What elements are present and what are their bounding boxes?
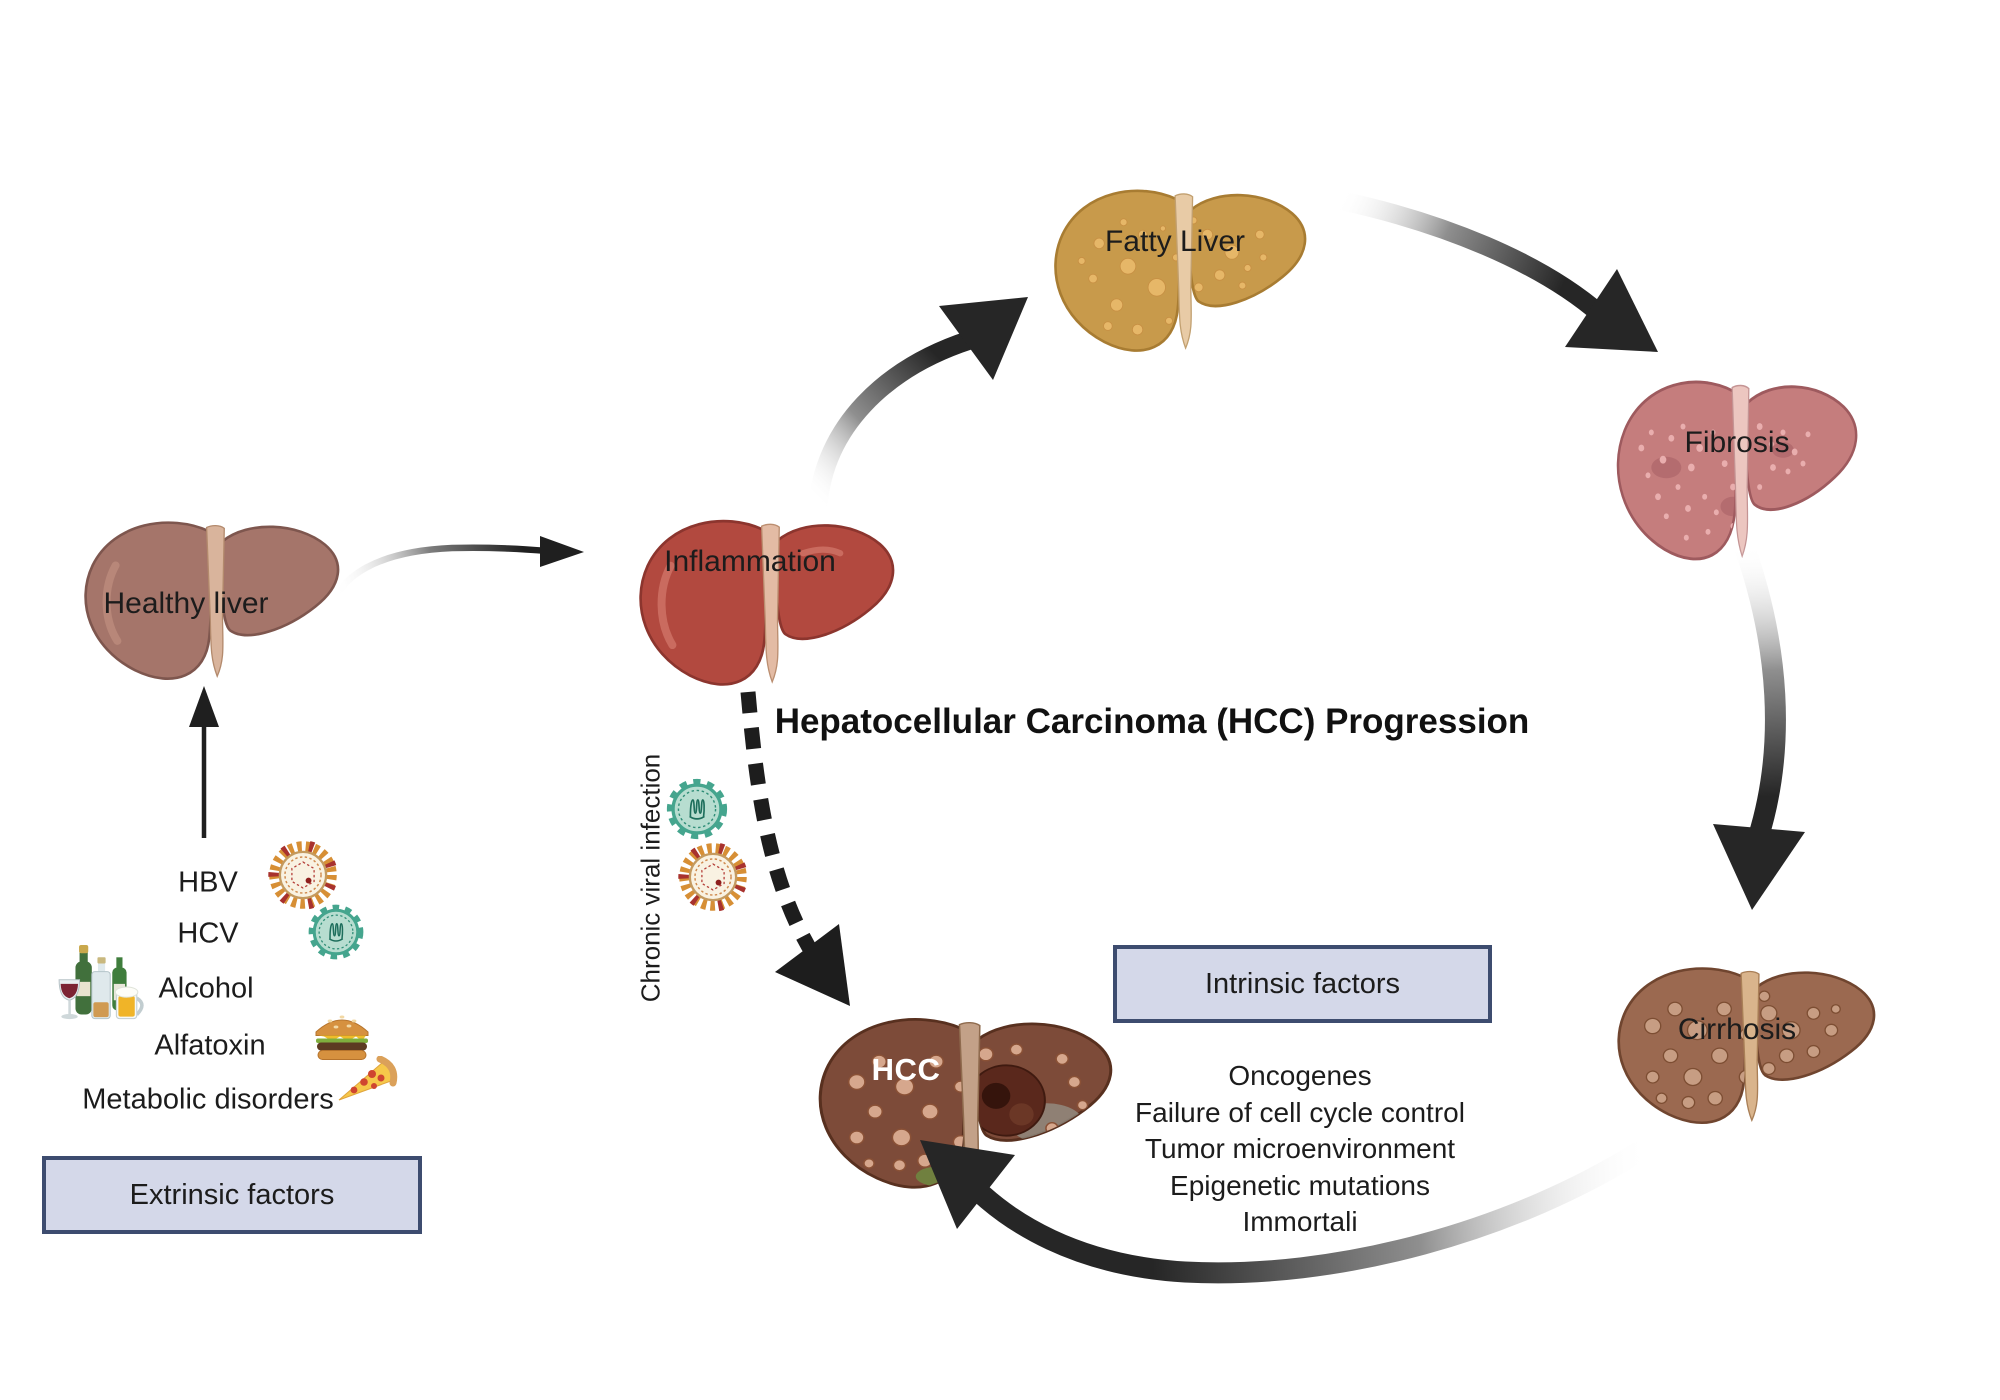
arrow-healthy-to-inflammation <box>326 536 584 619</box>
extrinsic-item-alfatoxin: Alfatoxin <box>154 1029 266 1062</box>
healthy-liver-illustration <box>84 521 340 681</box>
fibrosis-label: Fibrosis <box>1684 426 1790 459</box>
extrinsic-item-hbv: HBV <box>178 866 238 899</box>
extrinsic-item-hcv: HCV <box>177 917 239 950</box>
pizza-icon <box>338 1056 398 1101</box>
inflammation-label: Inflammation <box>664 545 836 578</box>
intrinsic-factors-list: Oncogenes Failure of cell cycle control … <box>1060 1058 1540 1241</box>
fatty-liver-illustration <box>1054 189 1307 352</box>
healthy-liver-label: Healthy liver <box>103 587 269 620</box>
intrinsic-item-tumor-microenvironment: Tumor microenvironment <box>1144 1133 1456 1164</box>
intrinsic-item-cell-cycle: Failure of cell cycle control <box>1135 1096 1465 1128</box>
intrinsic-factors-box: Intrinsic factors <box>1113 945 1492 1023</box>
cirrhosis-liver-illustration <box>1617 967 1876 1125</box>
intrinsic-factors-box-label: Intrinsic factors <box>1205 967 1400 1000</box>
inflammation-liver-illustration <box>639 519 895 686</box>
diagram-title: Hepatocellular Carcinoma (HCC) Progressi… <box>774 702 1530 741</box>
hcv-virus-icon <box>306 902 366 962</box>
extrinsic-item-alcohol: Alcohol <box>158 972 254 1005</box>
hbv-virus-icon <box>266 838 340 912</box>
arrow-inflammation-to-fatty <box>808 297 1028 507</box>
arrow-extrinsic-to-healthy <box>189 686 219 838</box>
fibrosis-liver-illustration <box>1616 380 1858 561</box>
arrow-fatty-to-fibrosis <box>1336 190 1658 352</box>
alcohol-drinks-icon <box>58 945 144 1020</box>
extrinsic-item-metabolic-disorders: Metabolic disorders <box>82 1083 334 1116</box>
extrinsic-factors-box: Extrinsic factors <box>42 1156 422 1234</box>
intrinsic-item-epigenetic-mutations: Epigenetic mutations <box>1170 1169 1430 1201</box>
burger-icon <box>315 1015 369 1060</box>
cirrhosis-label: Cirrhosis <box>1677 1013 1797 1046</box>
hcc-label: HCC <box>871 1052 941 1087</box>
arrow-fibrosis-to-cirrhosis <box>1713 536 1805 910</box>
hcv-virus-icon <box>664 776 730 842</box>
extrinsic-factors-box-label: Extrinsic factors <box>129 1178 335 1211</box>
intrinsic-item-immortali: Immortali <box>1242 1206 1358 1237</box>
intrinsic-item-oncogenes: Oncogenes <box>1228 1060 1372 1091</box>
hbv-virus-icon <box>676 840 750 914</box>
chronic-viral-infection-note: Chronic viral infection <box>635 753 666 1003</box>
fatty-liver-label: Fatty Liver <box>1104 225 1246 258</box>
